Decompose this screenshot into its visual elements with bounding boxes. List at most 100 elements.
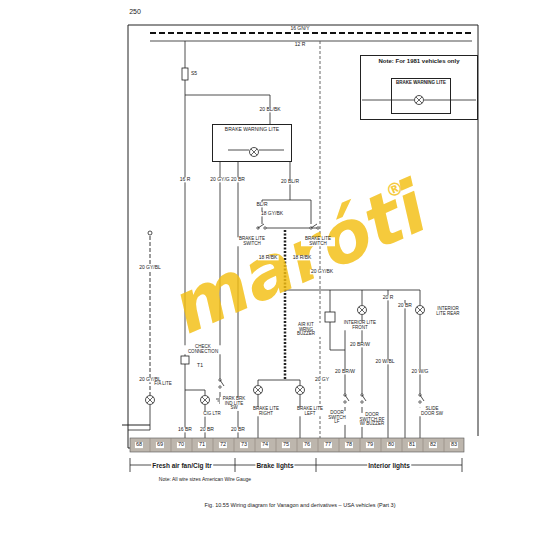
wiring-stroke (250, 148, 259, 157)
wire-label: 16 R (179, 177, 192, 182)
component-label: CIG LTR (200, 412, 224, 417)
wire-label: 16 GN/Y (289, 26, 310, 31)
page-number: 250 (128, 8, 142, 15)
terminal (148, 231, 152, 235)
node-text: Note: For 1981 vehicles only (376, 57, 461, 65)
wiring-stroke (219, 379, 224, 388)
node-text: BRAKE WARNING LITE (223, 126, 281, 133)
wire-label: 20 GY/BK (310, 269, 334, 274)
warning-lite-housing: BRAKE WARNING LITE (212, 124, 292, 162)
supply-wires (150, 33, 472, 440)
terminal-number: 75 (282, 442, 290, 448)
component-label: CHECK CONNECTION (184, 345, 222, 354)
wiring-stroke (181, 356, 189, 364)
section-brackets (130, 458, 462, 472)
component-label: DOOR SWITCH RF W/ BUZZER (357, 413, 387, 427)
wiring-stroke (185, 95, 270, 124)
component-label: BRAKE LITE SWITCH (301, 237, 335, 246)
wire-label: 20 BR (230, 177, 246, 182)
wiring-stroke (258, 395, 300, 440)
component-label: AIR KIT WRNG BUZZER (290, 323, 322, 337)
wiring-stroke (185, 41, 186, 440)
wiring-stroke (325, 312, 335, 322)
wiring-stroke (130, 438, 464, 452)
section-label: Fresh air fan/Cig ltr (151, 463, 213, 470)
wiring-stroke (128, 25, 129, 425)
wire-label: 20 GY/BL (138, 265, 162, 270)
wiring-stroke (128, 405, 150, 430)
wire-label: 20 BL/BK (258, 107, 281, 112)
note-box: Note: For 1981 vehicles onlyBRAKE WARNIN… (360, 55, 478, 120)
wiring-stroke (361, 394, 366, 403)
wiring-stroke (254, 386, 263, 395)
terminal-number: 69 (156, 442, 164, 448)
terminal-number: 76 (303, 442, 311, 448)
wires (128, 41, 476, 440)
component-label: BRAKE LITE SWITCH (235, 237, 269, 246)
terminal-number: 77 (324, 442, 332, 448)
wiring-stroke (419, 394, 424, 403)
wiring-stroke (130, 458, 462, 472)
wire-label: 20 W/BL (374, 359, 395, 364)
wiring-stroke (150, 438, 444, 452)
wire-label: BL/R (255, 202, 268, 207)
wiring-stroke (358, 306, 367, 315)
wiring-stroke (415, 96, 424, 105)
wiring-stroke (344, 394, 349, 403)
wire-label: 20 BR (397, 303, 413, 308)
component-label: PARK BRK IND LITE SW (220, 397, 248, 411)
terminal-number: 82 (429, 442, 437, 448)
wire-label: 20 GY (314, 377, 330, 382)
wiring-stroke (201, 396, 210, 405)
terminal-number: 79 (366, 442, 374, 448)
wire-label: 20 W/G (411, 369, 430, 374)
wiring-stroke (296, 386, 305, 395)
wiring-stroke (419, 394, 424, 403)
wire-label: 20 R (382, 295, 395, 300)
wire-label: 16 BR (177, 427, 193, 432)
terminal-number: 73 (240, 442, 248, 448)
wiring-stroke (146, 396, 155, 405)
component-label: F/A LITE (151, 382, 175, 387)
terminal-strip (130, 438, 464, 452)
page-frame (122, 25, 478, 448)
terminal-number: 74 (261, 442, 269, 448)
component-label: INTERIOR LITE FRONT (342, 321, 378, 330)
wire-label: 20 GY/G (209, 177, 230, 182)
component-label: SLIDE DOOR SW (418, 407, 446, 416)
terminal-number: 78 (345, 442, 353, 448)
wiring-stroke (416, 306, 425, 315)
component-label: INTERIOR LITE REAR (432, 307, 464, 316)
wire-label: S5 (190, 71, 198, 76)
gy-bl-wire (150, 236, 151, 395)
warning-lite-housing: BRAKE WARNING LITE (391, 78, 451, 114)
terminal-number: 68 (135, 442, 143, 448)
terminal-number: 81 (408, 442, 416, 448)
wire-label: 12 R (294, 42, 307, 47)
node-text: BRAKE WARNING LITE (394, 80, 448, 87)
terminal-number: 72 (219, 442, 227, 448)
component-label: BRAKE LITE RIGHT (252, 407, 280, 416)
section-label: Brake lights (255, 463, 294, 470)
component-label: DOOR SWITCH LF (324, 411, 350, 425)
wire-label: 20 BR (199, 427, 215, 432)
terminal-number: 70 (177, 442, 185, 448)
wire-label: 20 BL/R (280, 179, 300, 184)
section-label: Interior lights (367, 463, 411, 470)
wiring-stroke (128, 25, 478, 436)
wire-label: 20 BR (230, 427, 246, 432)
wiring-stroke (182, 68, 188, 80)
wire-label: 20 BR/W (334, 369, 356, 374)
component-label: BRAKE LITE LEFT (296, 407, 324, 416)
wiring-stroke (257, 224, 266, 229)
wiring-stroke (344, 394, 349, 403)
terminal-number: 80 (387, 442, 395, 448)
terminal-number: 83 (450, 442, 458, 448)
wiring-stroke (388, 290, 405, 440)
wire-label: 18 R/BK (258, 255, 279, 260)
terminal-number: 71 (198, 442, 206, 448)
wire-label: 18 GY/BK (260, 211, 284, 216)
wire-label: 18 R/BK (292, 255, 313, 260)
wiring-stroke (345, 407, 420, 440)
